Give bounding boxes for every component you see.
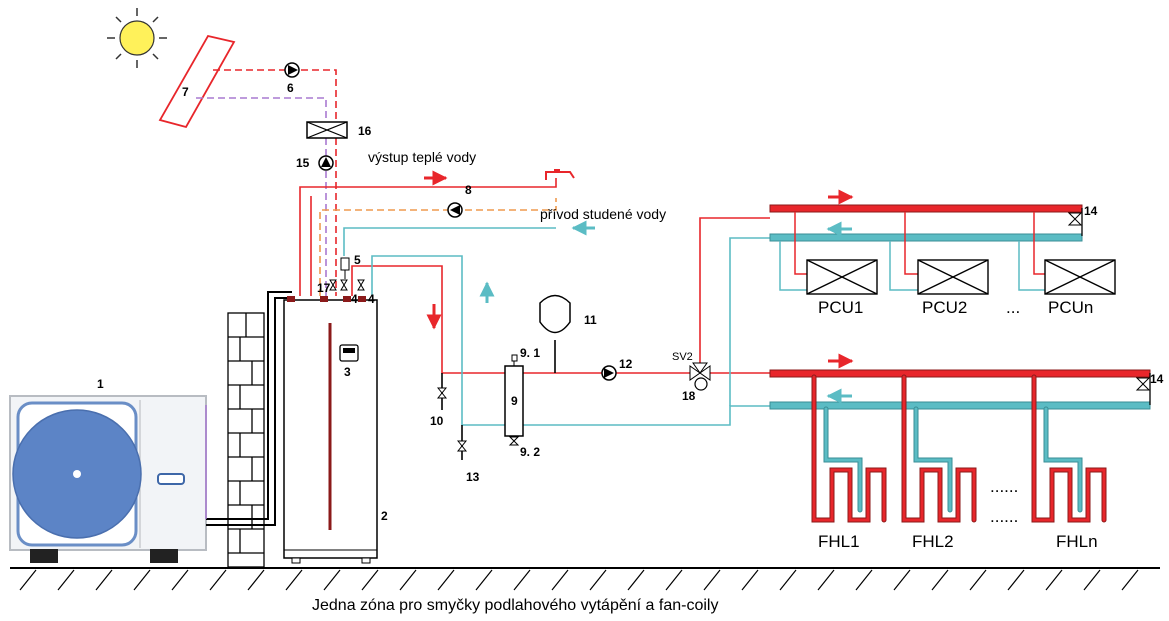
ground bbox=[10, 567, 1160, 591]
solar-collector bbox=[158, 34, 236, 129]
three-way-valve-icon bbox=[689, 362, 711, 391]
refrigerant-lines bbox=[206, 291, 292, 526]
zone-label-fhln: FHLn bbox=[1056, 532, 1098, 551]
floor-heating-loop bbox=[811, 374, 887, 523]
component-number: 2 bbox=[381, 509, 388, 523]
component-number: 9. 1 bbox=[520, 346, 540, 360]
zone-label-pcu2: PCU2 bbox=[922, 298, 967, 317]
floor-heating-loop bbox=[901, 374, 977, 523]
controller-display-icon bbox=[339, 344, 359, 362]
floor-heating-loop bbox=[1031, 374, 1107, 523]
valve-icon bbox=[436, 387, 468, 452]
component-number: 14 bbox=[1150, 372, 1164, 386]
fan-coil-unit-icon bbox=[806, 259, 1116, 295]
zone-label-pcu1: PCU1 bbox=[818, 298, 863, 317]
zone-ellipsis: ...... bbox=[990, 477, 1018, 496]
pump-icon bbox=[318, 155, 334, 171]
component-number: 10 bbox=[430, 414, 444, 428]
zone-label-fhl1: FHL1 bbox=[818, 532, 860, 551]
valve-icon bbox=[329, 279, 365, 291]
diagram-caption: Jedna zóna pro smyčky podlahového vytápě… bbox=[312, 597, 718, 614]
heat-exchanger-icon bbox=[306, 121, 348, 139]
dhw-piping bbox=[299, 178, 557, 296]
fan-coil-branches bbox=[779, 212, 1045, 291]
component-number: 3 bbox=[344, 365, 351, 379]
brick-wall bbox=[227, 312, 265, 568]
faucet-icon bbox=[545, 169, 575, 180]
sv2-label: SV2 bbox=[672, 351, 693, 363]
zone-ellipsis: ... bbox=[1006, 298, 1020, 317]
component-number: 18 bbox=[682, 389, 696, 403]
heating-circuit-pipes bbox=[351, 217, 770, 460]
zone-label-pcun: PCUn bbox=[1048, 298, 1093, 317]
component-number: 12 bbox=[619, 357, 633, 371]
indoor-tank-unit bbox=[283, 296, 378, 564]
component-number: 14 bbox=[1084, 204, 1098, 218]
component-number: 13 bbox=[466, 470, 480, 484]
component-number: 11 bbox=[584, 313, 597, 327]
component-number: 15 bbox=[296, 156, 310, 170]
zone-ellipsis: ...... bbox=[990, 507, 1018, 526]
floor-heating-manifolds bbox=[769, 353, 1151, 410]
fan-coil-manifolds bbox=[769, 189, 1083, 242]
component-number: 1 bbox=[97, 377, 104, 391]
pump-icon bbox=[601, 365, 617, 381]
solar-loop-pipes bbox=[196, 69, 337, 296]
component-number: 16 bbox=[358, 124, 372, 138]
component-number: 6 bbox=[287, 81, 294, 95]
pump-icon bbox=[284, 62, 300, 78]
component-number: 8 bbox=[465, 183, 472, 197]
cold-water-inlet-label: přívod studené vody bbox=[540, 206, 666, 222]
expansion-vessel bbox=[539, 294, 571, 334]
buffer-tank bbox=[504, 354, 524, 446]
component-number: 4 bbox=[368, 292, 375, 306]
component-number: 5 bbox=[354, 253, 361, 267]
pump-icon bbox=[447, 202, 463, 218]
component-number: 9 bbox=[511, 394, 518, 408]
hot-water-outlet-label: výstup teplé vody bbox=[368, 149, 476, 165]
component-number: 4 bbox=[351, 292, 358, 306]
outdoor-unit bbox=[9, 395, 207, 563]
sun-icon bbox=[107, 8, 167, 68]
component-number: 9. 2 bbox=[520, 445, 540, 459]
air-separator-icon bbox=[340, 257, 350, 279]
zone-label-fhl2: FHL2 bbox=[912, 532, 954, 551]
component-number: 17 bbox=[317, 281, 331, 295]
component-number: 7 bbox=[182, 85, 189, 99]
